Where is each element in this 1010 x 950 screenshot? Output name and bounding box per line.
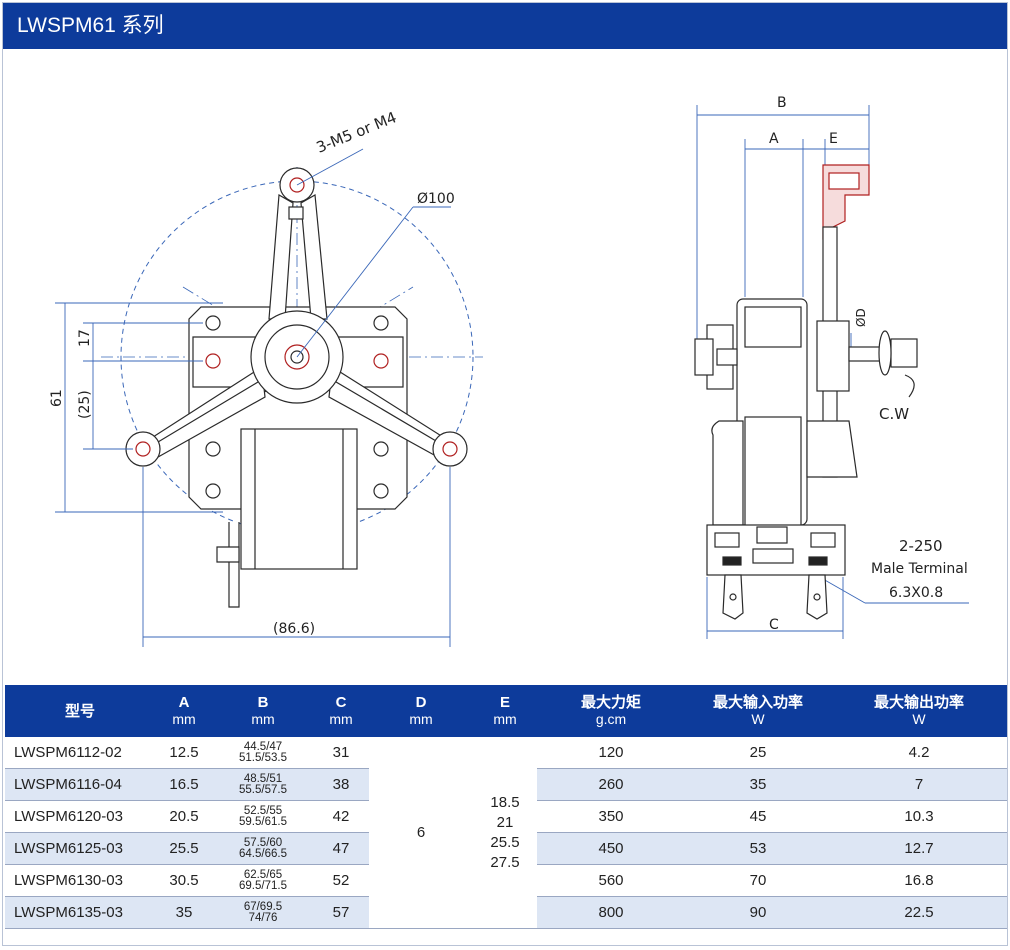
cell-model: LWSPM6130-03 — [5, 864, 155, 897]
cell-model: LWSPM6125-03 — [5, 832, 155, 865]
dim-e: E — [829, 131, 838, 147]
cell-input-power: 70 — [685, 864, 831, 897]
cell-c: 42 — [313, 800, 369, 833]
screw-label: 3-M5 or M4 — [314, 108, 399, 156]
cell-torque: 800 — [537, 896, 685, 929]
cell-output-power: 7 — [831, 768, 1007, 801]
cell-a: 30.5 — [155, 864, 213, 897]
terminal-label-2: Male Terminal — [871, 561, 968, 577]
cell-input-power: 45 — [685, 800, 831, 833]
cell-torque: 560 — [537, 864, 685, 897]
cell-a: 16.5 — [155, 768, 213, 801]
cell-output-power: 4.2 — [831, 737, 1007, 769]
dim-17: 17 — [77, 329, 93, 347]
cell-torque: 350 — [537, 800, 685, 833]
cell-c: 57 — [313, 896, 369, 929]
cell-model: LWSPM6135-03 — [5, 896, 155, 929]
terminal-label-3: 6.3X0.8 — [889, 585, 943, 601]
cell-a: 20.5 — [155, 800, 213, 833]
cell-torque: 450 — [537, 832, 685, 865]
cell-torque: 260 — [537, 768, 685, 801]
dim-86-6: (86.6) — [273, 621, 315, 637]
dim-c: C — [769, 617, 779, 633]
technical-drawing: 3-M5 or M4 Ø100 61 17 (25) (86.6) B A E … — [49, 95, 969, 647]
cell-c: 31 — [313, 737, 369, 769]
diameter-label: Ø100 — [417, 191, 455, 207]
cell-model: LWSPM6112-02 — [5, 737, 155, 769]
terminal-label-1: 2-250 — [899, 537, 943, 555]
cell-c: 38 — [313, 768, 369, 801]
cell-d: 6 — [369, 737, 473, 929]
cell-model: LWSPM6120-03 — [5, 800, 155, 833]
cell-c: 52 — [313, 864, 369, 897]
cell-torque: 120 — [537, 737, 685, 769]
cell-output-power: 10.3 — [831, 800, 1007, 833]
dim-b: B — [777, 95, 787, 111]
cell-model: LWSPM6116-04 — [5, 768, 155, 801]
dim-61: 61 — [49, 389, 65, 407]
header-model: 型号 — [5, 685, 155, 737]
cell-input-power: 25 — [685, 737, 831, 769]
cell-input-power: 53 — [685, 832, 831, 865]
cell-input-power: 35 — [685, 768, 831, 801]
cell-output-power: 22.5 — [831, 896, 1007, 929]
cell-output-power: 12.7 — [831, 832, 1007, 865]
cell-output-power: 16.8 — [831, 864, 1007, 897]
cell-input-power: 90 — [685, 896, 831, 929]
dim-d: ØD — [854, 308, 868, 327]
rotation-label: C.W — [879, 405, 909, 423]
cell-a: 12.5 — [155, 737, 213, 769]
dim-25: (25) — [77, 390, 93, 419]
cell-a: 35 — [155, 896, 213, 929]
dim-a: A — [769, 131, 779, 147]
cell-a: 25.5 — [155, 832, 213, 865]
cell-c: 47 — [313, 832, 369, 865]
page-title: LWSPM61 系列 — [3, 3, 1007, 49]
